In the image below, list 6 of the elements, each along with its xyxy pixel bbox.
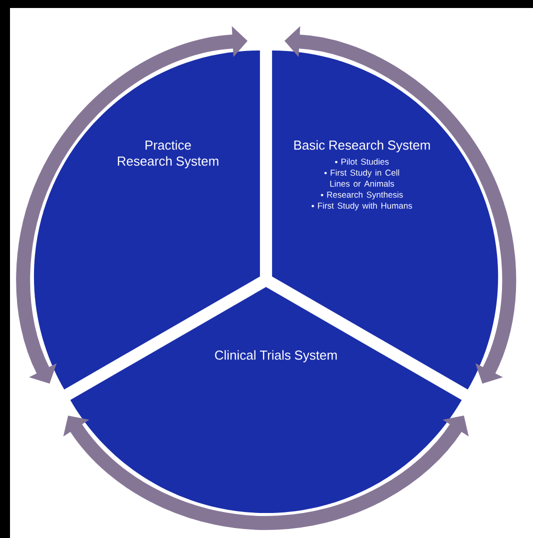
node-label: First Study in Cell Lines or Animals (330, 169, 400, 187)
node-label: First Study with Humans (318, 202, 412, 210)
node-label: Practice Research System (118, 140, 218, 168)
node-label: Research Synthesis (327, 191, 403, 200)
node-label: Basic Research System (294, 140, 430, 152)
node-label: Pilot Studies (341, 158, 389, 165)
